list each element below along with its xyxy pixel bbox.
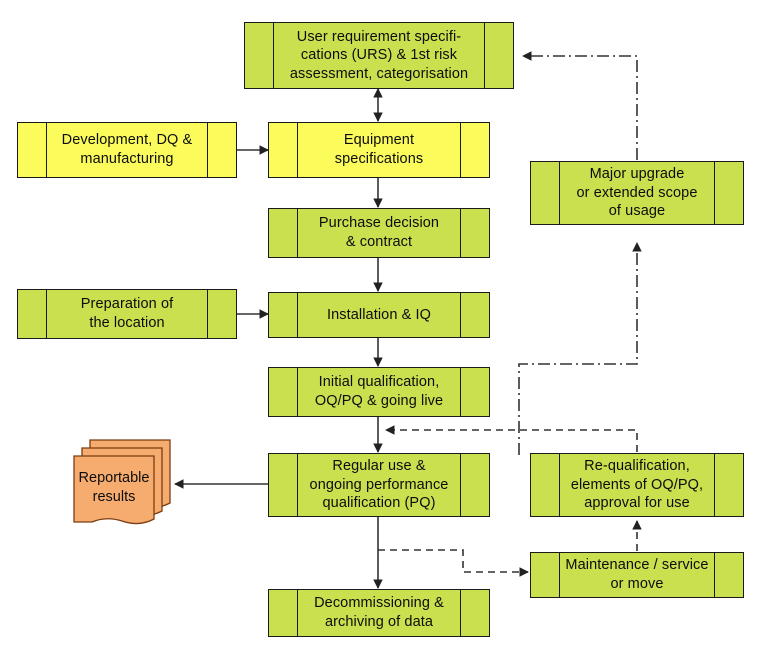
node-side-divider-left xyxy=(559,454,560,516)
node-side-divider-left xyxy=(297,293,298,337)
node-side-divider-right xyxy=(460,590,461,636)
node-re-qualification[interactable]: Re-qualification, elements of OQ/PQ, app… xyxy=(530,453,744,517)
node-label: Maintenance / service or move xyxy=(565,557,709,592)
node-label: Reportable results xyxy=(78,470,150,505)
node-side-divider-right xyxy=(207,123,208,177)
node-side-divider-left xyxy=(273,23,274,88)
node-label: Preparation of the location xyxy=(80,296,174,331)
node-side-divider-left xyxy=(297,209,298,257)
node-side-divider-right xyxy=(714,162,715,224)
node-side-divider-right xyxy=(484,23,485,88)
node-side-divider-left xyxy=(297,368,298,416)
node-development[interactable]: Development, DQ & manufacturing xyxy=(17,122,237,178)
node-side-divider-right xyxy=(460,123,461,177)
node-side-divider-right xyxy=(460,209,461,257)
node-side-divider-left xyxy=(559,553,560,597)
node-label: Initial qualification, OQ/PQ & going liv… xyxy=(314,374,444,409)
node-decommissioning[interactable]: Decommissioning & archiving of data xyxy=(268,589,490,637)
node-side-divider-left xyxy=(46,290,47,338)
node-label: Installation & IQ xyxy=(326,306,432,323)
node-side-divider-right xyxy=(460,368,461,416)
node-maintenance[interactable]: Maintenance / service or move xyxy=(530,552,744,598)
node-label: Major upgrade or extended scope of usage xyxy=(576,166,698,220)
node-regular-use[interactable]: Regular use & ongoing performance qualif… xyxy=(268,453,490,517)
node-label: Development, DQ & manufacturing xyxy=(61,132,193,167)
node-side-divider-right xyxy=(460,293,461,337)
node-label: Equipment specifications xyxy=(334,132,424,167)
node-label: Purchase decision & contract xyxy=(318,215,440,250)
node-equipment-specifications[interactable]: Equipment specifications xyxy=(268,122,490,178)
node-label: User requirement specifi- cations (URS) … xyxy=(289,28,469,82)
node-side-divider-left xyxy=(559,162,560,224)
node-purchase-decision[interactable]: Purchase decision & contract xyxy=(268,208,490,258)
node-preparation-location[interactable]: Preparation of the location xyxy=(17,289,237,339)
node-reportable-results[interactable]: Reportable results xyxy=(70,437,175,530)
node-side-divider-left xyxy=(46,123,47,177)
document-stack-icon xyxy=(73,439,171,525)
node-major-upgrade[interactable]: Major upgrade or extended scope of usage xyxy=(530,161,744,225)
connector-major-upgrade-urs xyxy=(522,51,638,160)
node-label: Re-qualification, elements of OQ/PQ, app… xyxy=(570,458,704,512)
node-side-divider-left xyxy=(297,590,298,636)
node-urs[interactable]: User requirement specifi- cations (URS) … xyxy=(244,22,514,89)
node-side-divider-left xyxy=(297,123,298,177)
connector-requalification-regular xyxy=(385,425,638,452)
connector-regular-major-upgrade xyxy=(518,242,642,455)
node-side-divider-right xyxy=(207,290,208,338)
node-side-divider-right xyxy=(460,454,461,516)
node-side-divider-right xyxy=(714,454,715,516)
node-initial-qualification[interactable]: Initial qualification, OQ/PQ & going liv… xyxy=(268,367,490,417)
node-installation-iq[interactable]: Installation & IQ xyxy=(268,292,490,338)
node-label: Decommissioning & archiving of data xyxy=(314,595,444,630)
connector-regular-maintenance xyxy=(378,549,529,577)
node-side-divider-right xyxy=(714,553,715,597)
node-side-divider-left xyxy=(297,454,298,516)
node-label: Regular use & ongoing performance qualif… xyxy=(309,458,449,512)
